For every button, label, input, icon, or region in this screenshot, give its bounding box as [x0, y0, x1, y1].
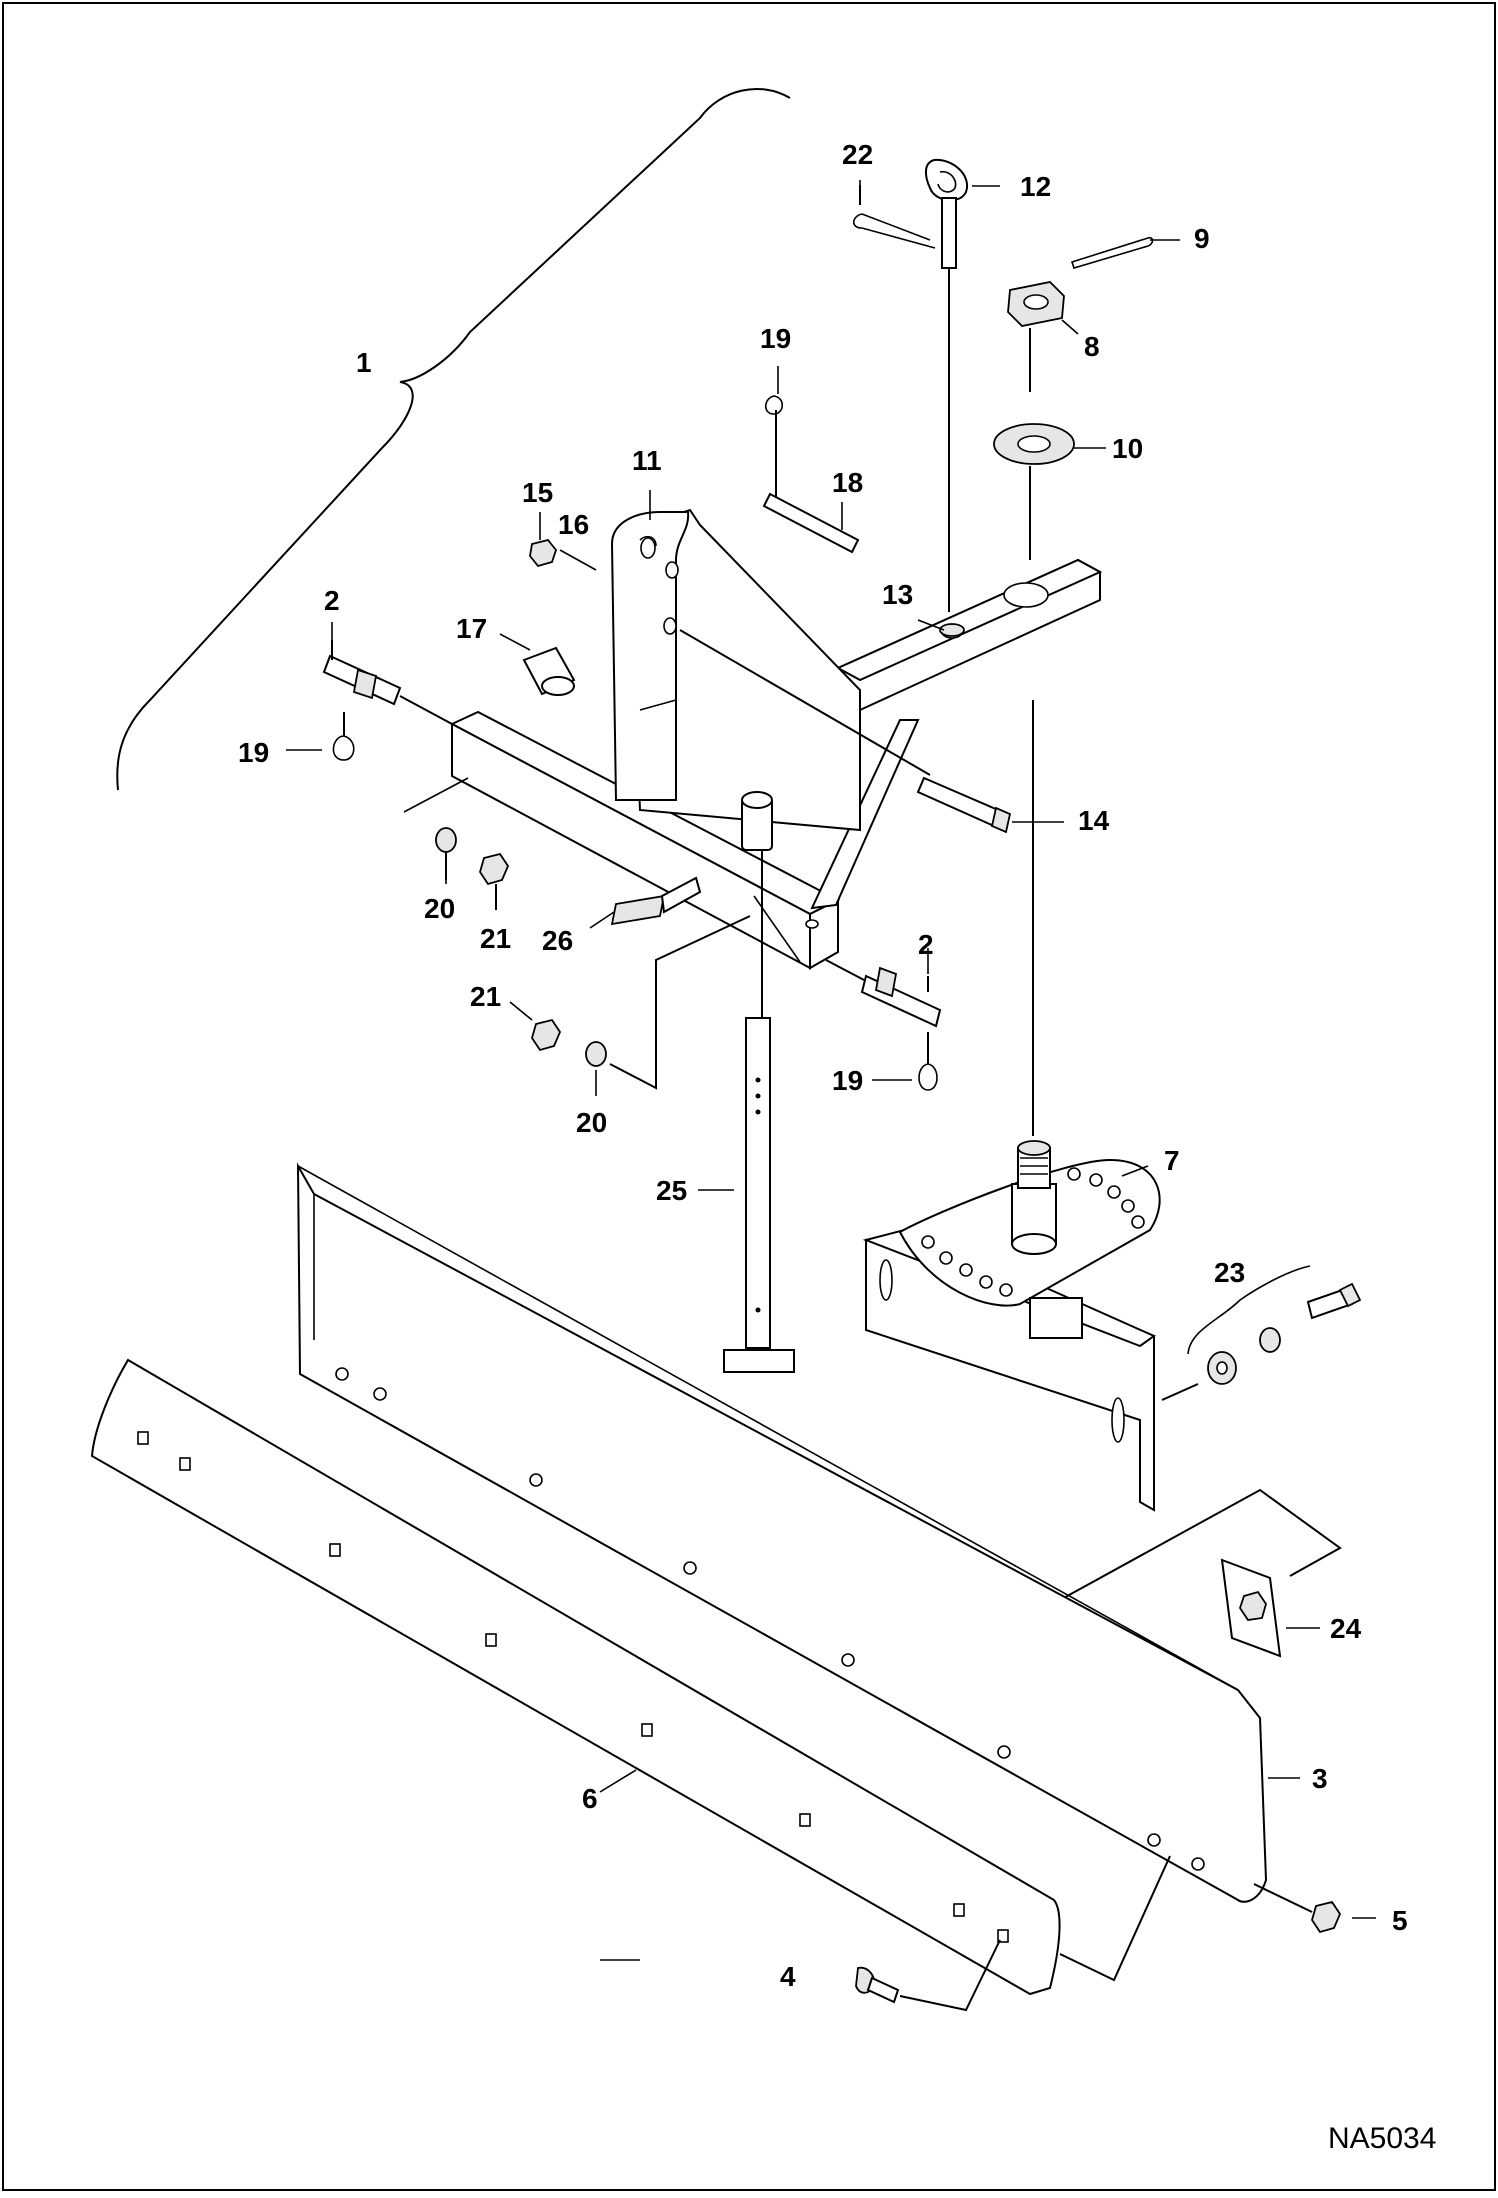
callout-19-left: 19 — [238, 737, 269, 768]
clip-19-right — [918, 1032, 938, 1091]
callout-2-right: 2 — [918, 929, 934, 960]
callout-6: 6 — [582, 1783, 598, 1814]
clip-19-left — [332, 712, 355, 761]
callout-16: 16 — [558, 509, 589, 540]
spacer-17 — [522, 646, 576, 696]
callout-21-lower: 21 — [470, 981, 501, 1012]
callout-20-lower: 20 — [576, 1107, 607, 1138]
washer-20-upper — [435, 827, 457, 880]
assembly-brace — [116, 87, 791, 791]
drawing-code: NA5034 — [1328, 2122, 1436, 2155]
pin-18 — [762, 410, 860, 554]
callout-22: 22 — [842, 139, 873, 170]
nut-21-upper — [479, 852, 510, 910]
washer-13 — [939, 623, 965, 637]
hair-pin-22 — [852, 185, 936, 249]
callout-14: 14 — [1078, 805, 1110, 836]
callout-12: 12 — [1020, 171, 1051, 202]
bolt-14 — [679, 629, 1012, 834]
cutting-edge-6 — [90, 1358, 1061, 1996]
turntable-7 — [862, 1140, 1161, 1512]
callout-17: 17 — [456, 613, 487, 644]
callout-15: 15 — [522, 477, 553, 508]
callout-4: 4 — [780, 1961, 796, 1992]
hitch-pin-12 — [924, 158, 969, 612]
callout-26: 26 — [542, 925, 573, 956]
callout-3: 3 — [1312, 1763, 1328, 1794]
callout-10: 10 — [1112, 433, 1143, 464]
jack-stand-25 — [723, 850, 795, 1373]
pin-2-right — [825, 959, 942, 1028]
callout-13: 13 — [882, 579, 913, 610]
blade-3 — [296, 1162, 1268, 1903]
pin-2-left — [322, 640, 453, 725]
callout-19-top: 19 — [760, 323, 791, 354]
callout-20-upper: 20 — [424, 893, 455, 924]
nut-21-lower — [531, 1018, 562, 1052]
carriage-bolt-4 — [855, 1966, 900, 2004]
clip-19-top — [764, 395, 784, 415]
main-frame — [449, 508, 1103, 970]
callout-2-left: 2 — [324, 585, 340, 616]
nut-5 — [1253, 1883, 1342, 1934]
castle-nut-8 — [1007, 281, 1065, 392]
callout-5: 5 — [1392, 1905, 1408, 1936]
callout-1: 1 — [356, 347, 372, 378]
pin-26 — [610, 876, 702, 926]
callout-25: 25 — [656, 1175, 687, 1206]
plate-24 — [1220, 1558, 1282, 1658]
nut-15 — [529, 538, 558, 568]
callout-labels: 1 2 2 3 4 5 6 7 8 9 10 11 12 13 14 15 16… — [238, 139, 1436, 2155]
callout-18: 18 — [832, 467, 863, 498]
callout-11: 11 — [632, 445, 662, 476]
cotter-pin-9 — [1070, 236, 1154, 269]
callout-9: 9 — [1194, 223, 1210, 254]
callout-19-right: 19 — [832, 1065, 863, 1096]
washer-20-lower — [585, 1041, 607, 1067]
callout-21-upper: 21 — [480, 923, 511, 954]
washer-10 — [993, 423, 1075, 560]
callout-7: 7 — [1164, 1145, 1180, 1176]
callout-8: 8 — [1084, 331, 1100, 362]
leader-lines — [286, 180, 1376, 1961]
callout-24: 24 — [1330, 1613, 1362, 1644]
callout-23: 23 — [1214, 1257, 1245, 1288]
bolt-set-23 — [1161, 1265, 1362, 1401]
